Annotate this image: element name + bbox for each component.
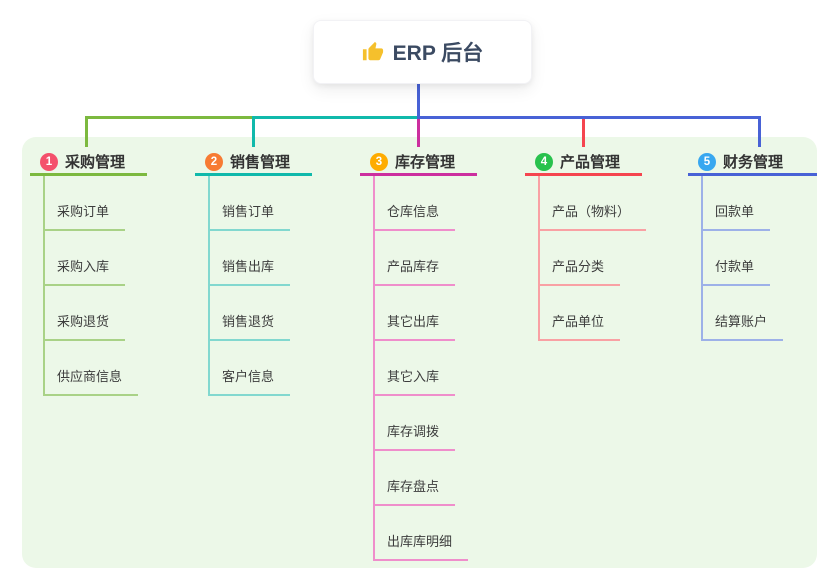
root-label: ERP 后台 [392,42,484,65]
section-title-1[interactable]: 1 采购管理 [30,150,147,176]
children-list: 产品（物料） 产品分类产品单位 [538,176,647,341]
child-node[interactable]: 付款单 [701,231,771,286]
child-node[interactable]: 产品单位 [538,286,621,341]
child-label: 客户信息 [222,369,275,384]
children-connector-line [701,176,703,341]
child-label: 出库库明细 [387,534,453,549]
child-label: 结算账户 [715,314,768,329]
section-label: 库存管理 [395,154,456,171]
child-label: 回款单 [715,204,755,219]
drop-line-1 [85,119,88,147]
child-node[interactable]: 回款单 [701,176,771,231]
child-label: 采购退货 [57,314,110,329]
child-node[interactable]: 产品（物料） [538,176,647,231]
children-list: 回款单付款单结算账户 [701,176,817,341]
child-node[interactable]: 采购退货 [43,286,126,341]
child-label: 产品分类 [552,259,605,274]
section-5: 5 财务管理回款单付款单结算账户 [688,150,817,341]
child-label: 销售订单 [222,204,275,219]
child-node[interactable]: 仓库信息 [373,176,456,231]
section-label: 产品管理 [560,154,621,171]
section-title-4[interactable]: 4 产品管理 [525,150,642,176]
child-node[interactable]: 供应商信息 [43,341,139,396]
section-label: 采购管理 [65,154,126,171]
children-connector-line [538,176,540,341]
section-badge-2: 2 [205,152,223,171]
child-label: 采购订单 [57,204,110,219]
section-title-5[interactable]: 5 财务管理 [688,150,817,176]
section-1: 1 采购管理采购订单采购入库采购退货供应商信息 [30,150,147,396]
child-node[interactable]: 销售订单 [208,176,291,231]
child-node[interactable]: 出库库明细 [373,506,469,561]
child-node[interactable]: 采购入库 [43,231,126,286]
children-list: 销售订单销售出库销售退货客户信息 [208,176,312,396]
child-node[interactable]: 其它出库 [373,286,456,341]
child-node[interactable]: 其它入库 [373,341,456,396]
section-label: 财务管理 [723,154,784,171]
child-label: 其它入库 [387,369,440,384]
section-4: 4 产品管理产品（物料） 产品分类产品单位 [525,150,647,341]
section-badge-3: 3 [370,152,388,171]
child-label: 库存调拨 [387,424,440,439]
child-node[interactable]: 产品分类 [538,231,621,286]
section-badge-5: 5 [698,152,716,171]
section-title-3[interactable]: 3 库存管理 [360,150,477,176]
children-list: 仓库信息产品库存其它出库其它入库库存调拨库存盘点出库库明细 [373,176,477,561]
drop-line-3 [417,119,420,147]
bus-line-green [85,116,255,119]
root-connector-line [417,82,420,119]
child-label: 其它出库 [387,314,440,329]
root-node[interactable]: ERP 后台 [313,20,532,84]
child-node[interactable]: 采购订单 [43,176,126,231]
child-node[interactable]: 客户信息 [208,341,291,396]
children-list: 采购订单采购入库采购退货供应商信息 [43,176,147,396]
thumbs-up-icon [362,41,383,61]
section-2: 2 销售管理销售订单销售出库销售退货客户信息 [195,150,312,396]
drop-line-5 [758,119,761,147]
child-label: 付款单 [715,259,755,274]
children-connector-line [373,176,375,561]
child-node[interactable]: 销售退货 [208,286,291,341]
child-label: 产品库存 [387,259,440,274]
child-label: 仓库信息 [387,204,440,219]
drop-line-2 [252,119,255,147]
section-title-2[interactable]: 2 销售管理 [195,150,312,176]
child-node[interactable]: 库存盘点 [373,451,456,506]
section-badge-1: 1 [40,152,58,171]
child-node[interactable]: 库存调拨 [373,396,456,451]
section-badge-4: 4 [535,152,553,171]
bus-line-teal [252,116,418,119]
child-label: 销售退货 [222,314,275,329]
child-node[interactable]: 产品库存 [373,231,456,286]
child-label: 产品单位 [552,314,605,329]
section-3: 3 库存管理仓库信息产品库存其它出库其它入库库存调拨库存盘点出库库明细 [360,150,477,561]
children-connector-line [208,176,210,396]
child-label: 供应商信息 [57,369,123,384]
bus-line-blue [417,116,761,119]
child-label: 库存盘点 [387,479,440,494]
children-connector-line [43,176,45,396]
child-label: 产品（物料） [552,204,631,219]
drop-line-4 [582,119,585,147]
child-node[interactable]: 结算账户 [701,286,784,341]
child-label: 采购入库 [57,259,110,274]
branches-panel [22,137,817,568]
section-label: 销售管理 [230,154,291,171]
child-label: 销售出库 [222,259,275,274]
child-node[interactable]: 销售出库 [208,231,291,286]
